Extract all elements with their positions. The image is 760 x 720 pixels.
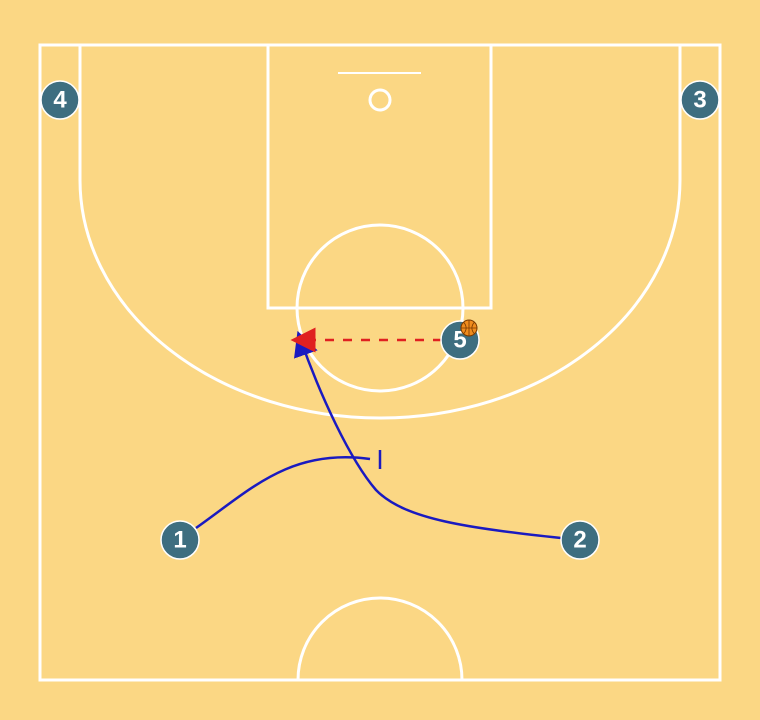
three-point-line [78, 45, 682, 420]
player-4-label: 4 [53, 87, 67, 114]
court-boundary [38, 43, 722, 682]
free-throw-circle [295, 223, 465, 393]
hoop-rim [368, 88, 392, 112]
player-4[interactable]: 4 [40, 80, 80, 120]
center-circle [296, 596, 464, 681]
player-1-screen-path [195, 456, 371, 530]
paint-lane [266, 43, 493, 310]
court-lines [38, 43, 722, 682]
player-2-label: 2 [573, 527, 586, 554]
player-3-label: 3 [693, 87, 706, 114]
player-2-cut-path [294, 330, 562, 540]
player-2[interactable]: 2 [560, 520, 600, 560]
play-actions [195, 327, 562, 540]
basketball-icon [460, 319, 478, 337]
player-1-label: 1 [173, 527, 186, 554]
player-1[interactable]: 1 [160, 520, 200, 560]
player-3[interactable]: 3 [680, 80, 720, 120]
